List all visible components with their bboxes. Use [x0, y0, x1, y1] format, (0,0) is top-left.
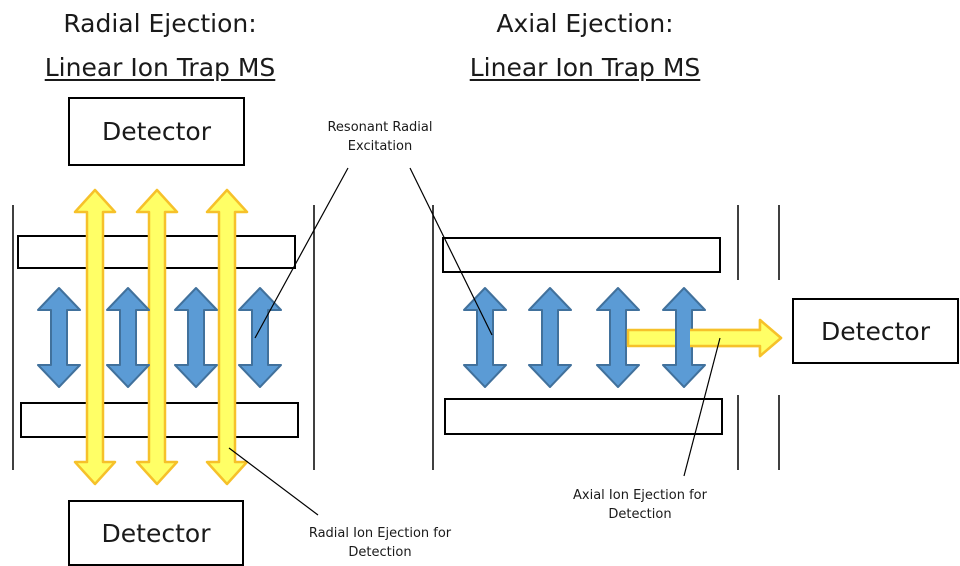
label-axial-ejection-line1: Axial Ion Ejection for: [573, 488, 707, 503]
axial-excitation-arrows: [463, 287, 640, 388]
blue-arrow-a1: [463, 287, 507, 388]
label-radial-ejection-line1: Radial Ion Ejection for: [308, 526, 452, 541]
axial-excitation-arrow-4: [662, 287, 706, 388]
detector-bottom: Detector: [68, 500, 244, 566]
axial-ejection-arrow-over: [690, 318, 783, 358]
radial-end-caps: [12, 205, 315, 470]
label-axial-ejection-line2: Detection: [608, 507, 672, 522]
label-axial-ejection: Axial Ion Ejection for Detection: [540, 486, 740, 524]
axial-title: Axial Ejection: Linear Ion Trap MS: [420, 8, 750, 84]
radial-title: Radial Ejection: Linear Ion Trap MS: [0, 8, 320, 84]
radial-title-line2: Linear Ion Trap MS: [44, 53, 276, 82]
label-radial-ejection-line2: Detection: [348, 545, 412, 560]
detector-top: Detector: [68, 97, 245, 166]
axial-rods: [442, 237, 723, 435]
label-resonant-excitation: Resonant Radial Excitation: [300, 118, 460, 156]
blue-arrow-r4: [238, 287, 282, 388]
axial-rod-bottom: [444, 398, 723, 435]
leader-resonant-right: [409, 167, 493, 336]
label-radial-ejection: Radial Ion Ejection for Detection: [280, 524, 480, 562]
leader-lines: [228, 167, 721, 516]
axial-title-line1: Axial Ejection:: [496, 9, 674, 38]
radial-ejection-arrows: [73, 188, 249, 486]
radial-title-line1: Radial Ejection:: [63, 9, 257, 38]
yellow-arrow-3: [205, 188, 249, 486]
axial-rod-top: [442, 237, 721, 273]
leader-axial-ejection: [683, 337, 721, 477]
leader-radial-ejection: [228, 447, 319, 516]
axial-end-caps: [432, 205, 780, 470]
blue-arrow-a2: [528, 287, 572, 388]
detector-right: Detector: [792, 298, 959, 364]
yellow-arrow-1: [73, 188, 117, 486]
blue-arrow-a4: [662, 287, 706, 388]
yellow-arrow-axial-front: [690, 318, 783, 358]
blue-arrow-r3: [174, 287, 218, 388]
axial-title-line2: Linear Ion Trap MS: [469, 53, 701, 82]
label-resonant-line1: Resonant Radial: [327, 120, 433, 135]
leader-resonant-left: [254, 167, 349, 339]
blue-arrow-a3: [596, 287, 640, 388]
label-resonant-line2: Excitation: [347, 139, 413, 154]
radial-excitation-arrows: [37, 287, 282, 388]
yellow-arrow-2: [135, 188, 179, 486]
blue-arrow-r2: [106, 287, 150, 388]
blue-arrow-r1: [37, 287, 81, 388]
